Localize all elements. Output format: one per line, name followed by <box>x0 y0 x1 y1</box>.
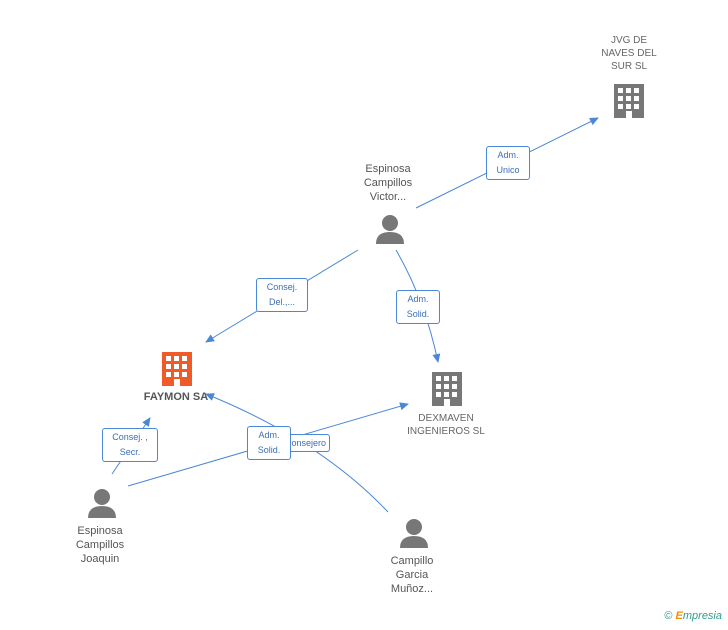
building-icon[interactable] <box>162 352 192 386</box>
node-label-dexmaven[interactable]: DEXMAVEN INGENIEROS SL <box>407 413 485 437</box>
copyright-notice: © Empresia <box>664 610 722 622</box>
building-icon[interactable] <box>432 372 462 406</box>
node-label-faymon[interactable]: FAYMON SA <box>143 391 209 403</box>
copyright-icon: © <box>664 610 673 622</box>
person-icon[interactable] <box>400 519 428 548</box>
person-icon[interactable] <box>88 489 116 518</box>
empresia-logo-initial: E <box>675 610 683 622</box>
relation-label-adm-unico[interactable]: Adm. Unico <box>486 146 530 180</box>
relation-label-consej-secr[interactable]: Consej. , Secr. <box>102 428 158 462</box>
node-label-joaquin[interactable]: Espinosa Campillos Joaquin <box>75 525 125 565</box>
node-label-jvg[interactable]: JVG DE NAVES DEL SUR SL <box>601 35 657 72</box>
relation-label-adm-solid-dexmaven[interactable]: Adm. Solid. <box>396 290 440 324</box>
node-label-victor[interactable]: Espinosa Campillos Victor... <box>363 163 413 203</box>
node-label-campillo[interactable]: Campillo Garcia Muñoz... <box>390 555 434 595</box>
edge-campillo-faymon <box>205 393 389 513</box>
building-icon[interactable] <box>614 84 644 118</box>
person-icon[interactable] <box>376 215 404 244</box>
empresia-logo-text: mpresia <box>682 610 722 622</box>
relation-label-consej-del[interactable]: Consej. Del.,... <box>256 278 308 312</box>
relation-label-adm-solid-faymon[interactable]: Adm. Solid. <box>247 426 291 460</box>
